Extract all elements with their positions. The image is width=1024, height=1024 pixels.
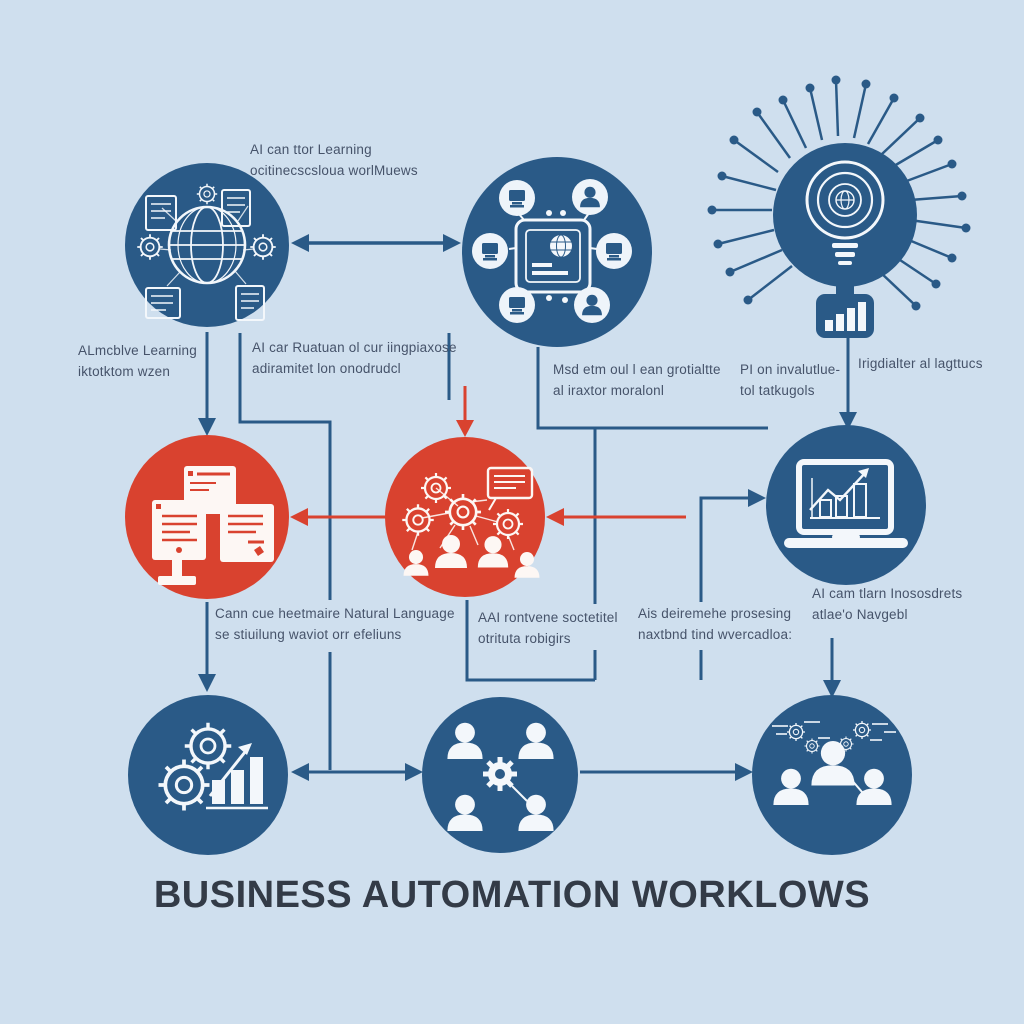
label-top: AI can ttor Learning ocitinecscsloua wor… bbox=[250, 142, 418, 178]
label-middle-right: AI cam tlarn Inososdrets atlae'o Navgebl bbox=[812, 586, 963, 622]
team-icon bbox=[773, 740, 892, 805]
idea-doodles bbox=[772, 720, 896, 755]
laptop-chart-icon bbox=[784, 459, 908, 548]
elbow-centerplatform-laptop bbox=[465, 347, 768, 682]
red-arrow-gears-documents bbox=[290, 508, 390, 526]
ray-lines bbox=[712, 79, 967, 307]
globe-icon bbox=[167, 205, 247, 285]
double-arrow-top bbox=[291, 234, 461, 252]
growth-chart-icon bbox=[206, 743, 268, 810]
double-arrow-bottom-left bbox=[291, 763, 423, 781]
node-analytics-laptop bbox=[766, 425, 926, 585]
chip-icon bbox=[514, 210, 592, 303]
node-documents bbox=[125, 435, 289, 599]
ray-dots bbox=[707, 75, 971, 311]
label-pi: PI on invalutlue- tol tatkugols bbox=[740, 362, 841, 398]
arrow-ideacircuit-laptop bbox=[839, 333, 857, 430]
elbow-left-long bbox=[238, 333, 332, 770]
red-arrow-right-gears bbox=[546, 508, 686, 526]
documents-icon bbox=[152, 466, 274, 585]
connectors bbox=[198, 234, 857, 781]
circuit-rays bbox=[707, 75, 971, 311]
bulb-stem bbox=[836, 278, 854, 298]
label-middle-center: Msd etm oul l ean grotialtte al iraxtor … bbox=[553, 362, 721, 398]
node-global-network bbox=[125, 163, 289, 327]
label-bottom-center2: Ais deiremehe prosesing naxtbnd tind wve… bbox=[638, 606, 793, 642]
arrow-globalnetwork-documents bbox=[198, 332, 216, 436]
gear-icon bbox=[483, 757, 528, 802]
satellite-links bbox=[159, 205, 255, 287]
elbow-arrow-into-laptop bbox=[699, 489, 766, 680]
label-bottom-center: AAI rontvene soctetitel otrituta robigir… bbox=[478, 610, 618, 646]
arrow-teamgear-teamcollab bbox=[580, 763, 753, 781]
node-idea-circuit bbox=[707, 75, 971, 338]
node-team-collaboration bbox=[752, 695, 912, 855]
lightbulb-icon bbox=[805, 160, 885, 265]
label-middle-left: ALmcblve Learning iktotktom wzen bbox=[78, 343, 197, 379]
red-arrow-down-gears bbox=[456, 386, 474, 437]
bar-chart-chip-icon bbox=[816, 294, 874, 338]
satellite-nodes bbox=[472, 179, 632, 323]
node-growth-gears bbox=[128, 695, 288, 855]
document-icons bbox=[145, 189, 265, 321]
label-bottom-left: Cann cue heetmaire Natural Language se s… bbox=[215, 606, 455, 642]
speech-bubble-icon bbox=[486, 466, 534, 511]
diagram-title: BUSINESS AUTOMATION WORKLOWS bbox=[153, 874, 871, 916]
node-automation-gears bbox=[385, 437, 545, 597]
label-top-right: Irigdialter al lagttucs bbox=[858, 356, 983, 371]
arrow-documents-growthgears bbox=[198, 602, 216, 692]
computer-icon bbox=[482, 190, 622, 315]
gear-network-icon bbox=[401, 471, 525, 551]
arrow-laptop-teamcollab bbox=[823, 638, 841, 698]
label-middle-left2: AI car Ruatuan ol cur iingpiaxose adiram… bbox=[252, 340, 457, 376]
node-team-gear bbox=[422, 697, 578, 853]
node-central-platform bbox=[462, 157, 652, 347]
